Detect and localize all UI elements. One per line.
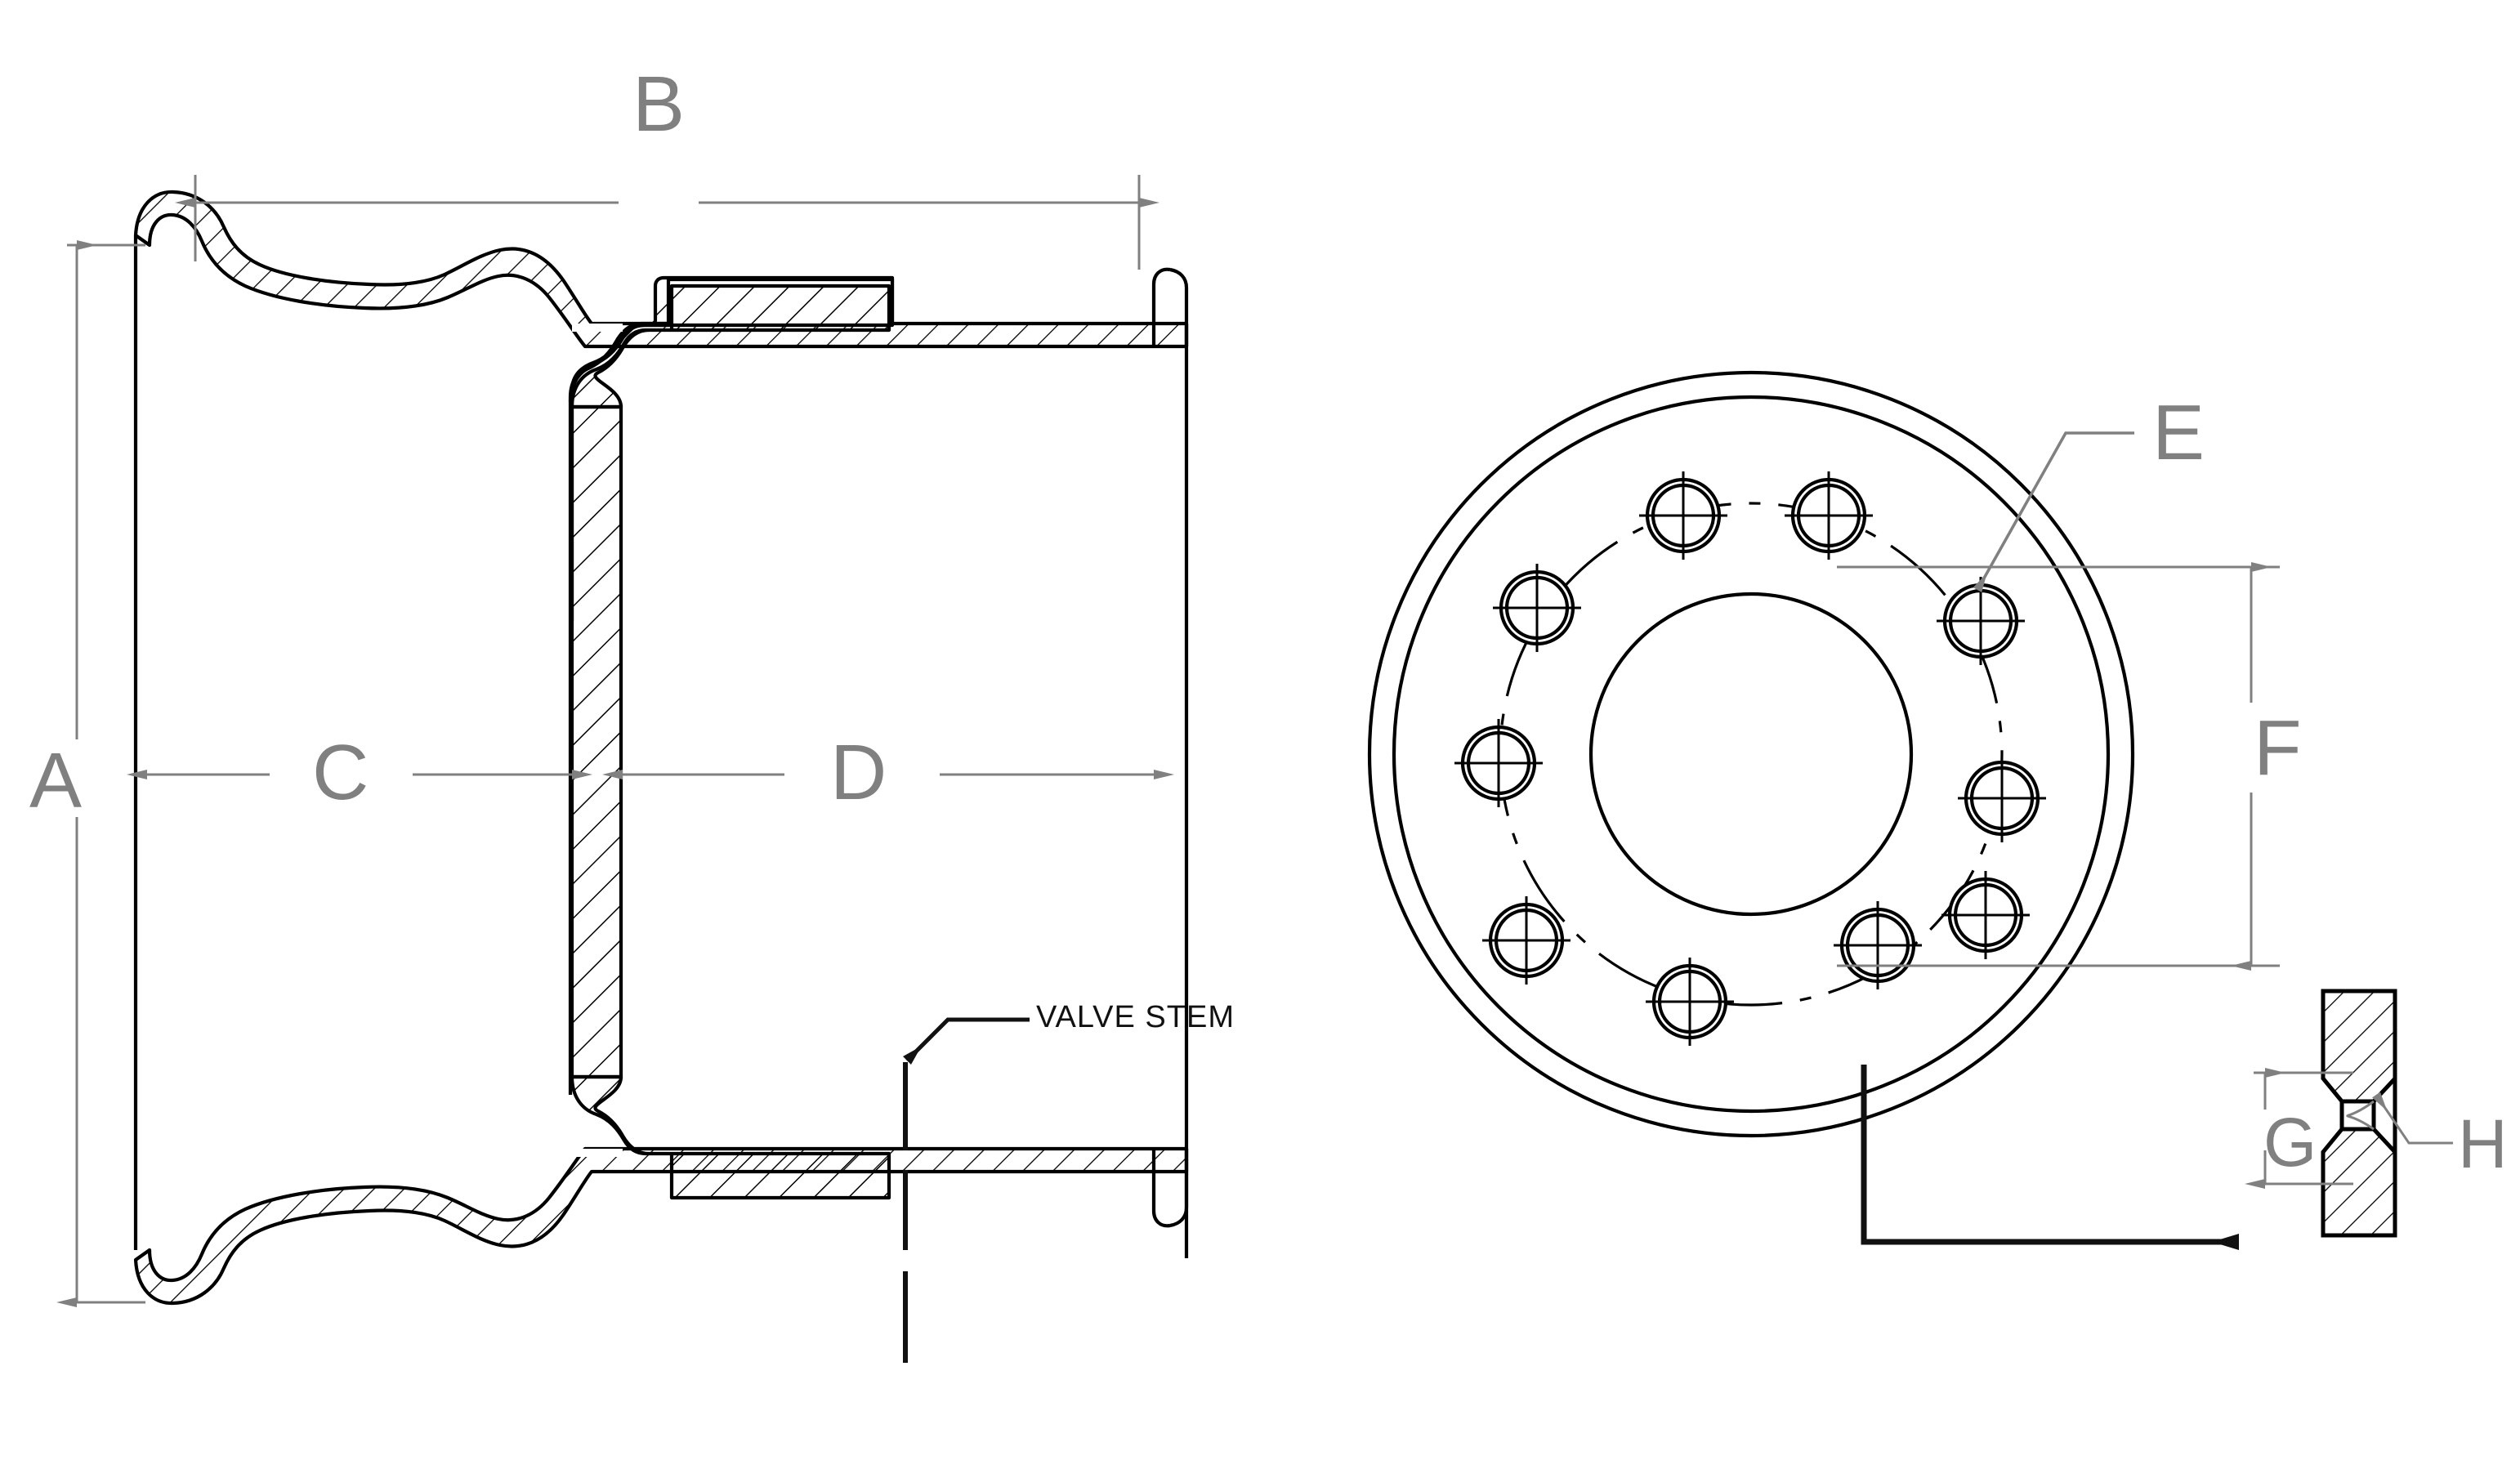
dimension-label-B: B (632, 60, 686, 148)
web-upper-bracket (570, 284, 891, 409)
bolt-hole (1454, 719, 1543, 807)
web-vertical-bar (570, 404, 623, 1079)
bolt-hole (1941, 871, 2030, 959)
bolt-hole (1785, 471, 1873, 560)
valve-stem-label: VALVE STEM (1036, 1000, 1235, 1034)
wheel-hub-bore-circle (1588, 592, 1914, 917)
wheel-web-assembly (570, 284, 891, 1200)
dimension-A-group (56, 240, 145, 1307)
bolt-circle-centerline (1499, 502, 2004, 1007)
detail-section-arrow (1861, 1065, 2239, 1250)
rim-cross-section-view (56, 175, 1189, 1363)
bolt-hole (1958, 754, 2046, 842)
wheel-inner-rim-circle (1392, 395, 2111, 1114)
dimension-label-F: F (2254, 704, 2302, 792)
bolt-hole-detail-view (2245, 989, 2453, 1238)
bolt-hole (1482, 896, 1571, 985)
callout-H-leader (2372, 1092, 2453, 1145)
wheel-outer-circle (1367, 370, 2135, 1138)
web-lower-bracket (570, 1074, 891, 1200)
dimension-F-group (1837, 562, 2280, 971)
dimension-label-A: A (29, 737, 83, 824)
dimension-label-E: E (2152, 389, 2205, 476)
dimension-label-H: H (2458, 1105, 2508, 1182)
bolt-hole (1639, 471, 1727, 560)
bolt-hole (1493, 564, 1581, 652)
detail-lower-material (2321, 1127, 2397, 1238)
wheel-disc-section (568, 277, 895, 1095)
wheel-face-view (1367, 370, 2280, 1250)
bolt-hole-group (1454, 471, 2046, 1046)
bolt-hole (1937, 577, 2025, 665)
chamfer-seat-arc (2346, 1100, 2375, 1131)
dimension-label-C: C (312, 729, 369, 816)
dimension-G-group (2245, 1068, 2353, 1189)
rim-bottom-flange-profile (133, 1146, 1189, 1306)
callout-E-leader (1973, 431, 2134, 592)
bolt-hole (1646, 958, 1734, 1046)
dimension-label-D: D (830, 729, 887, 816)
dimension-label-G: G (2263, 1104, 2317, 1181)
dimension-B-group (175, 175, 1159, 270)
valve-stem-callout (903, 1017, 1030, 1363)
detail-upper-material (2321, 989, 2397, 1104)
bolt-hole (1834, 901, 1922, 989)
